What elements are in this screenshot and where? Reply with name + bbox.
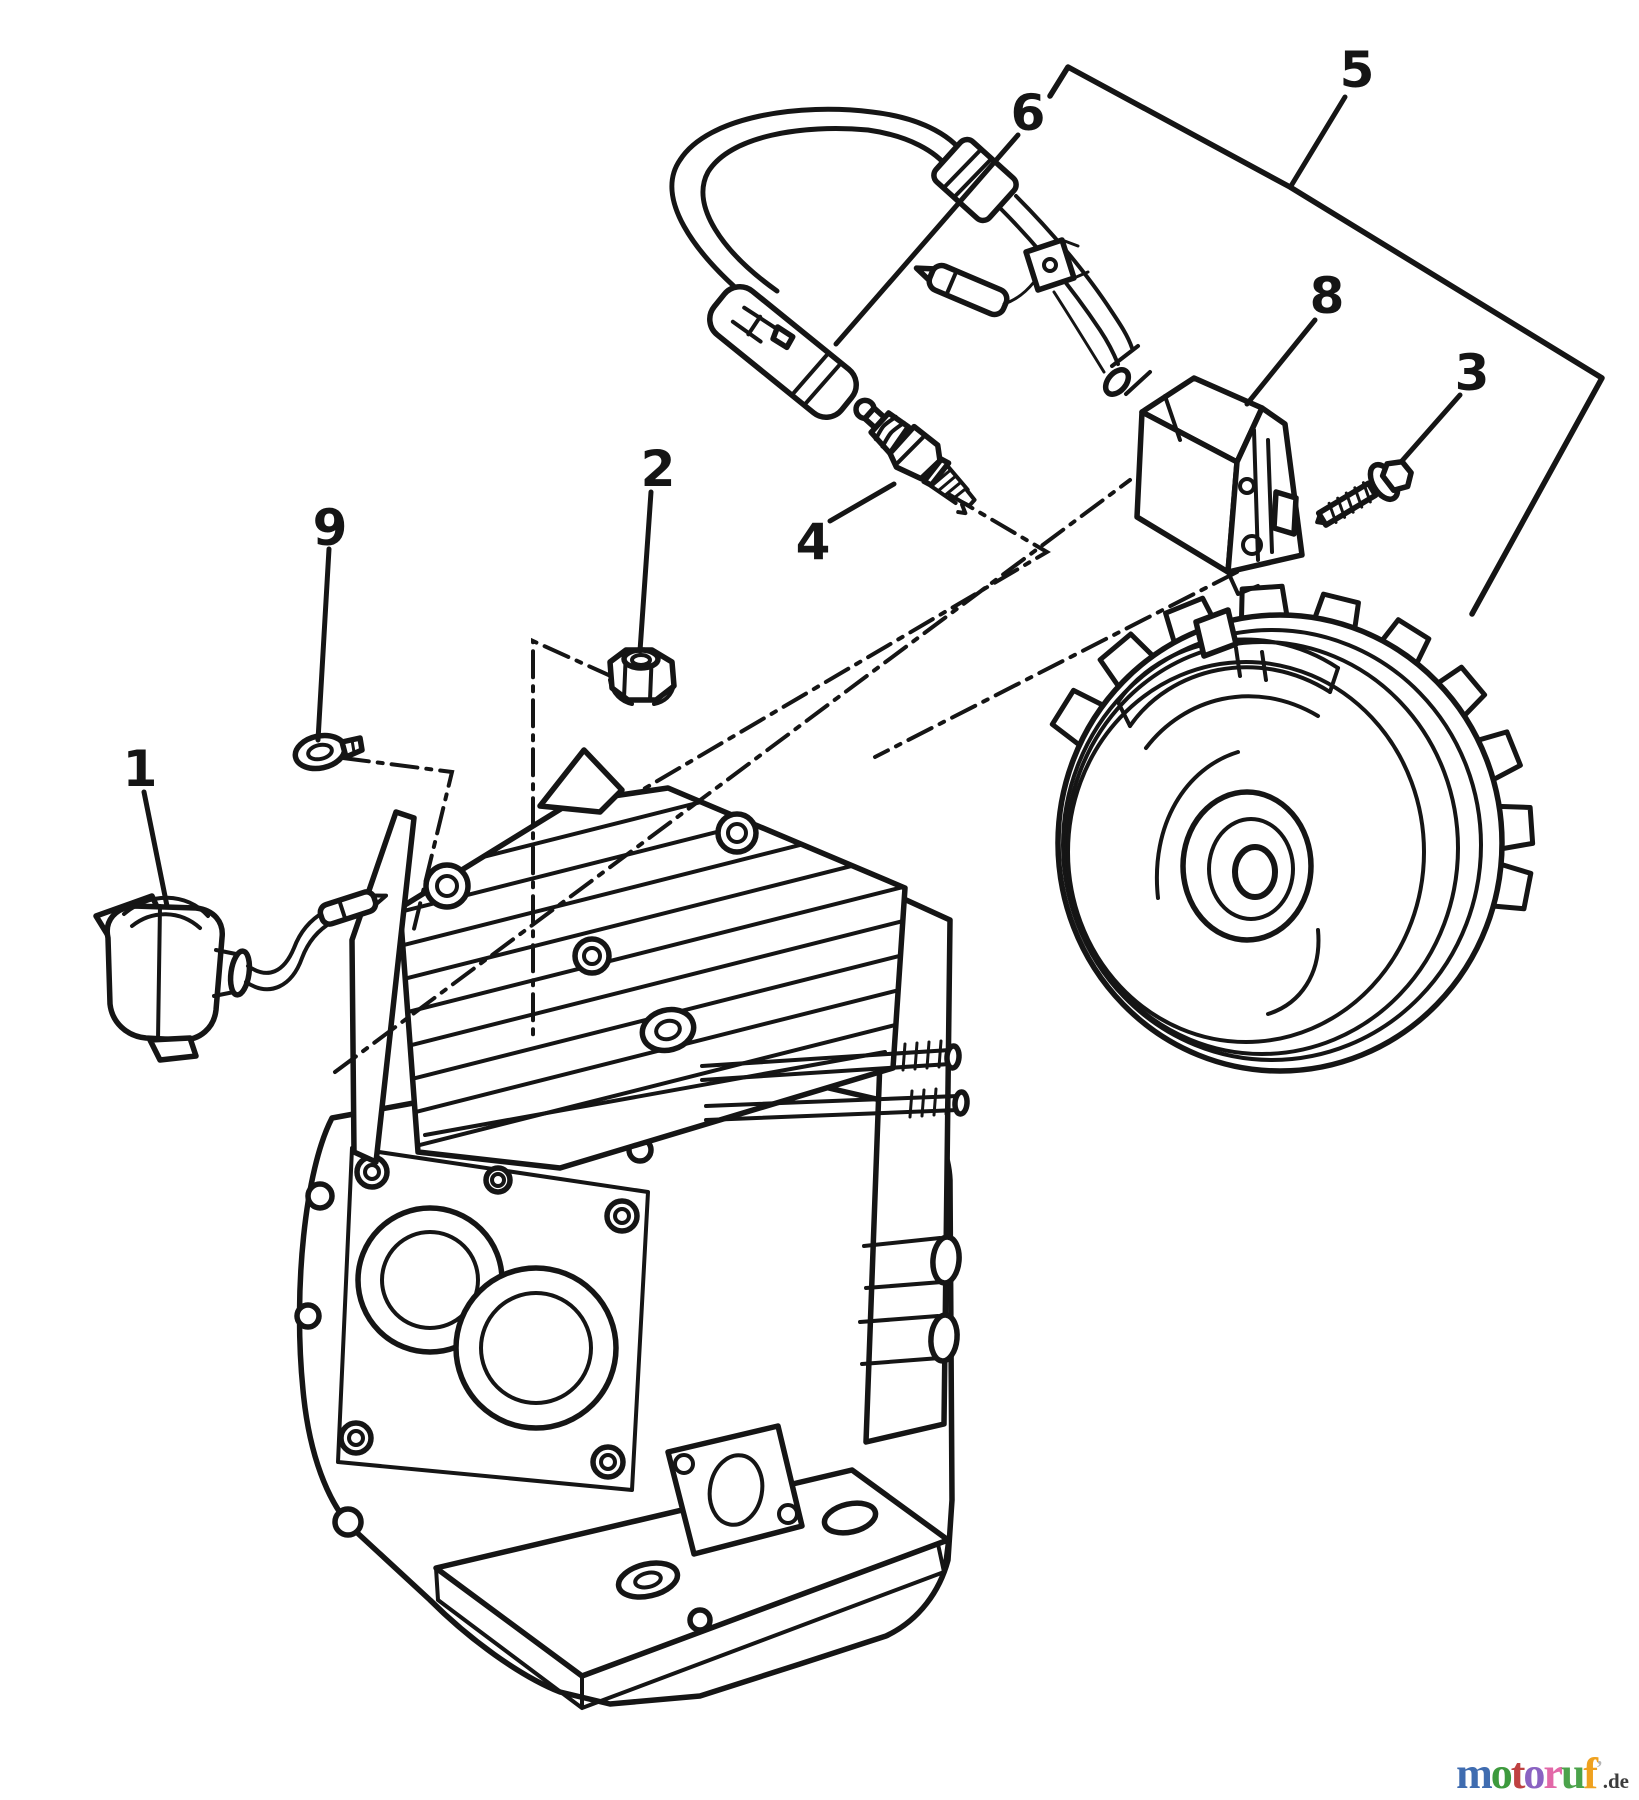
boss bbox=[305, 1181, 335, 1211]
leader-line-5 bbox=[1288, 94, 1348, 189]
watermark-mark: ’ bbox=[1596, 1757, 1603, 1779]
bearing-bores bbox=[355, 1205, 619, 1431]
ignition-coil-illustration bbox=[1102, 344, 1305, 596]
boss bbox=[294, 1302, 322, 1330]
watermark-suffix: .de bbox=[1602, 1769, 1629, 1793]
boss bbox=[332, 1506, 364, 1538]
callout-labels: 1 2 3 4 5 6 8 9 bbox=[123, 41, 1490, 798]
callout-2: 2 bbox=[641, 440, 676, 498]
watermark-letter: r bbox=[1543, 1749, 1562, 1798]
flange-nut-illustration bbox=[607, 647, 677, 706]
watermark-letter: t bbox=[1510, 1749, 1526, 1798]
center-lines bbox=[333, 478, 1239, 1074]
boss bbox=[687, 1607, 713, 1633]
spark-plug-hole bbox=[572, 936, 612, 976]
head-bracket bbox=[537, 747, 625, 815]
engine-block-illustration bbox=[294, 747, 970, 1710]
watermark-letter: o bbox=[1523, 1749, 1545, 1798]
wire-clamp bbox=[1023, 237, 1090, 293]
watermark-letter: o bbox=[1490, 1749, 1513, 1798]
switch-wire-terminal bbox=[317, 889, 389, 927]
flywheel-hub bbox=[1154, 750, 1321, 1016]
watermark-letter: u bbox=[1560, 1749, 1586, 1798]
engine-bosses bbox=[858, 1234, 962, 1366]
callout-3: 3 bbox=[1455, 344, 1490, 402]
watermark-letter: m bbox=[1456, 1749, 1493, 1798]
center-line bbox=[531, 637, 615, 1042]
kill-wire-terminal bbox=[913, 262, 1010, 318]
callout-9: 9 bbox=[313, 499, 348, 557]
callout-8: 8 bbox=[1310, 267, 1345, 325]
callout-6: 6 bbox=[1011, 84, 1046, 142]
group-bracket-5 bbox=[1047, 64, 1605, 617]
center-line bbox=[640, 493, 1051, 792]
crankcase-cover-plate bbox=[336, 1146, 650, 1492]
watermark-wordmark: motoruf bbox=[1456, 1752, 1598, 1796]
callout-4: 4 bbox=[796, 513, 831, 571]
watermark-letter: f bbox=[1583, 1749, 1598, 1798]
leader-line-2 bbox=[637, 489, 654, 654]
leader-line-3 bbox=[1398, 392, 1463, 465]
carb-flange bbox=[665, 1423, 805, 1557]
cylinder-head-illustration bbox=[397, 785, 908, 1171]
leader-line-6 bbox=[833, 132, 1021, 347]
spark-plug-wire-illustration bbox=[669, 106, 1134, 420]
leader-line-8 bbox=[1244, 317, 1318, 407]
stop-switch-illustration bbox=[93, 889, 389, 1063]
center-line bbox=[333, 478, 1132, 1074]
leader-line-4 bbox=[827, 481, 897, 524]
callout-5: 5 bbox=[1340, 41, 1375, 99]
clip-illustration bbox=[292, 732, 365, 772]
watermark-logo: motoruf’.de bbox=[1456, 1752, 1629, 1796]
head-studs bbox=[700, 1039, 970, 1122]
spark-plug-boot bbox=[707, 284, 859, 420]
callout-1: 1 bbox=[123, 740, 158, 798]
center-line bbox=[873, 570, 1239, 759]
flywheel-magnet-band bbox=[1116, 607, 1340, 750]
spark-plug-illustration bbox=[853, 397, 977, 516]
mounting-screw-illustration bbox=[1315, 459, 1414, 528]
leader-line-1 bbox=[141, 789, 170, 909]
leader-lines bbox=[141, 64, 1605, 909]
center-line bbox=[341, 756, 455, 935]
leader-line-9 bbox=[315, 546, 332, 743]
flywheel-illustration bbox=[1049, 583, 1536, 1074]
